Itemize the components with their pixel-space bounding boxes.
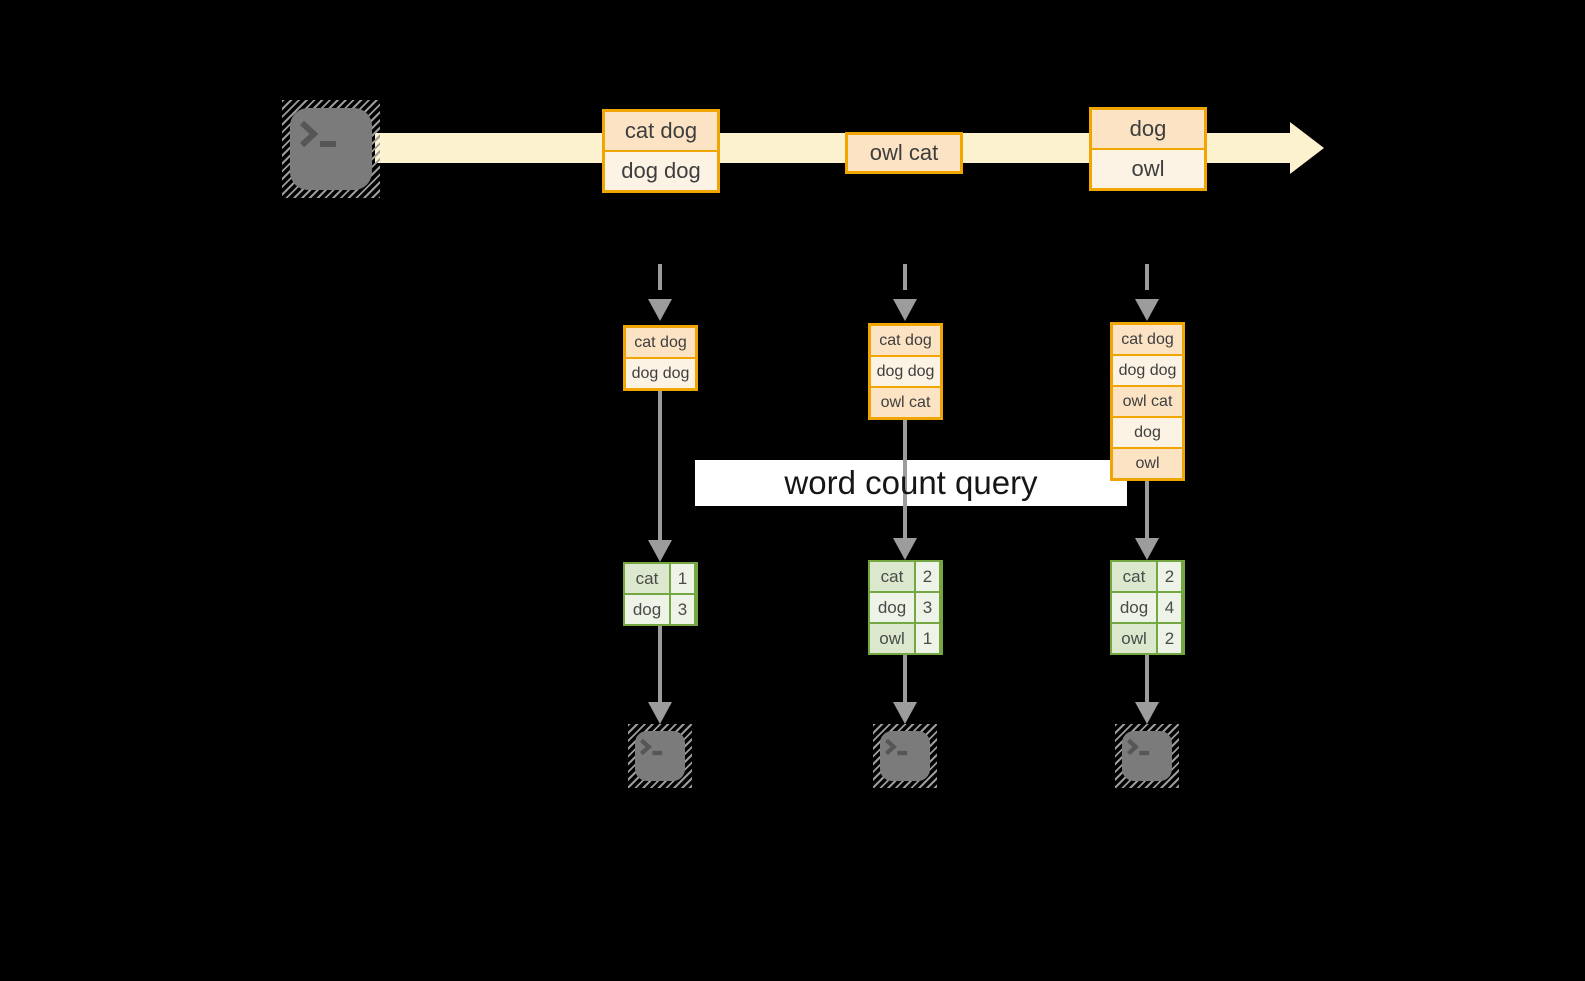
count-value: 1 [671,564,694,593]
stream-event-box-1: cat dog dog dog [602,109,720,193]
buffer-line: dog dog [626,359,695,388]
arrow-line [658,626,662,706]
arrow-line [903,420,907,540]
arrow-line [1145,481,1149,540]
arrowhead-icon [1135,702,1159,724]
query-label: word count query [784,464,1038,501]
buffer-line: dog dog [871,357,940,386]
event-line: owl cat [848,135,960,171]
arrowhead-icon [1135,538,1159,560]
count-word: owl [870,624,914,653]
arrowhead-icon [648,540,672,562]
arrow-line [903,655,907,706]
event-line: cat dog [605,112,717,150]
dashed-arrow-line [903,264,907,290]
dashed-arrow-line [1145,264,1149,290]
dashed-arrowhead-icon [1135,299,1159,321]
terminal-prompt-icon [299,120,336,148]
buffer-line: owl [1113,449,1182,478]
count-value: 3 [916,593,939,622]
buffer-stack-1: cat dog dog dog [623,325,698,391]
buffer-stack-3: cat dog dog dog owl cat dog owl [1110,322,1185,481]
stream-arrowhead-icon [1290,122,1324,174]
terminal-prompt-icon [1126,738,1150,756]
count-table-3: cat 2 dog 4 owl 2 [1110,560,1185,655]
stream-event-box-3: dog owl [1089,107,1207,191]
buffer-line: owl cat [871,388,940,417]
buffer-stack-2: cat dog dog dog owl cat [868,323,943,420]
buffer-line: cat dog [626,328,695,357]
count-word: cat [870,562,914,591]
count-word: dog [870,593,914,622]
count-value: 2 [916,562,939,591]
count-value: 4 [1158,593,1181,622]
buffer-line: dog dog [1113,356,1182,385]
count-word: dog [625,595,669,624]
terminal-prompt-icon [639,738,663,756]
count-table-1: cat 1 dog 3 [623,562,698,626]
count-value: 2 [1158,562,1181,591]
dashed-arrowhead-icon [893,299,917,321]
count-word: owl [1112,624,1156,653]
terminal-sink-icon [873,724,937,788]
count-word: cat [625,564,669,593]
arrowhead-icon [893,702,917,724]
arrowhead-icon [893,538,917,560]
arrow-line [1145,655,1149,706]
count-value: 1 [916,624,939,653]
arrow-line [658,391,662,542]
event-line: owl [1092,150,1204,188]
event-line: dog dog [605,152,717,190]
count-word: dog [1112,593,1156,622]
buffer-line: dog [1113,418,1182,447]
count-word: cat [1112,562,1156,591]
dashed-arrowhead-icon [648,299,672,321]
arrowhead-icon [648,702,672,724]
stream-event-box-2: owl cat [845,132,963,174]
dashed-arrow-line [658,264,662,290]
buffer-line: owl cat [1113,387,1182,416]
event-line: dog [1092,110,1204,148]
terminal-prompt-icon [884,738,908,756]
buffer-line: cat dog [1113,325,1182,354]
count-value: 3 [671,595,694,624]
query-label-band [695,460,1127,506]
terminal-sink-icon [1115,724,1179,788]
buffer-line: cat dog [871,326,940,355]
count-table-2: cat 2 dog 3 owl 1 [868,560,943,655]
terminal-sink-icon [628,724,692,788]
terminal-source-icon [282,100,380,198]
count-value: 2 [1158,624,1181,653]
